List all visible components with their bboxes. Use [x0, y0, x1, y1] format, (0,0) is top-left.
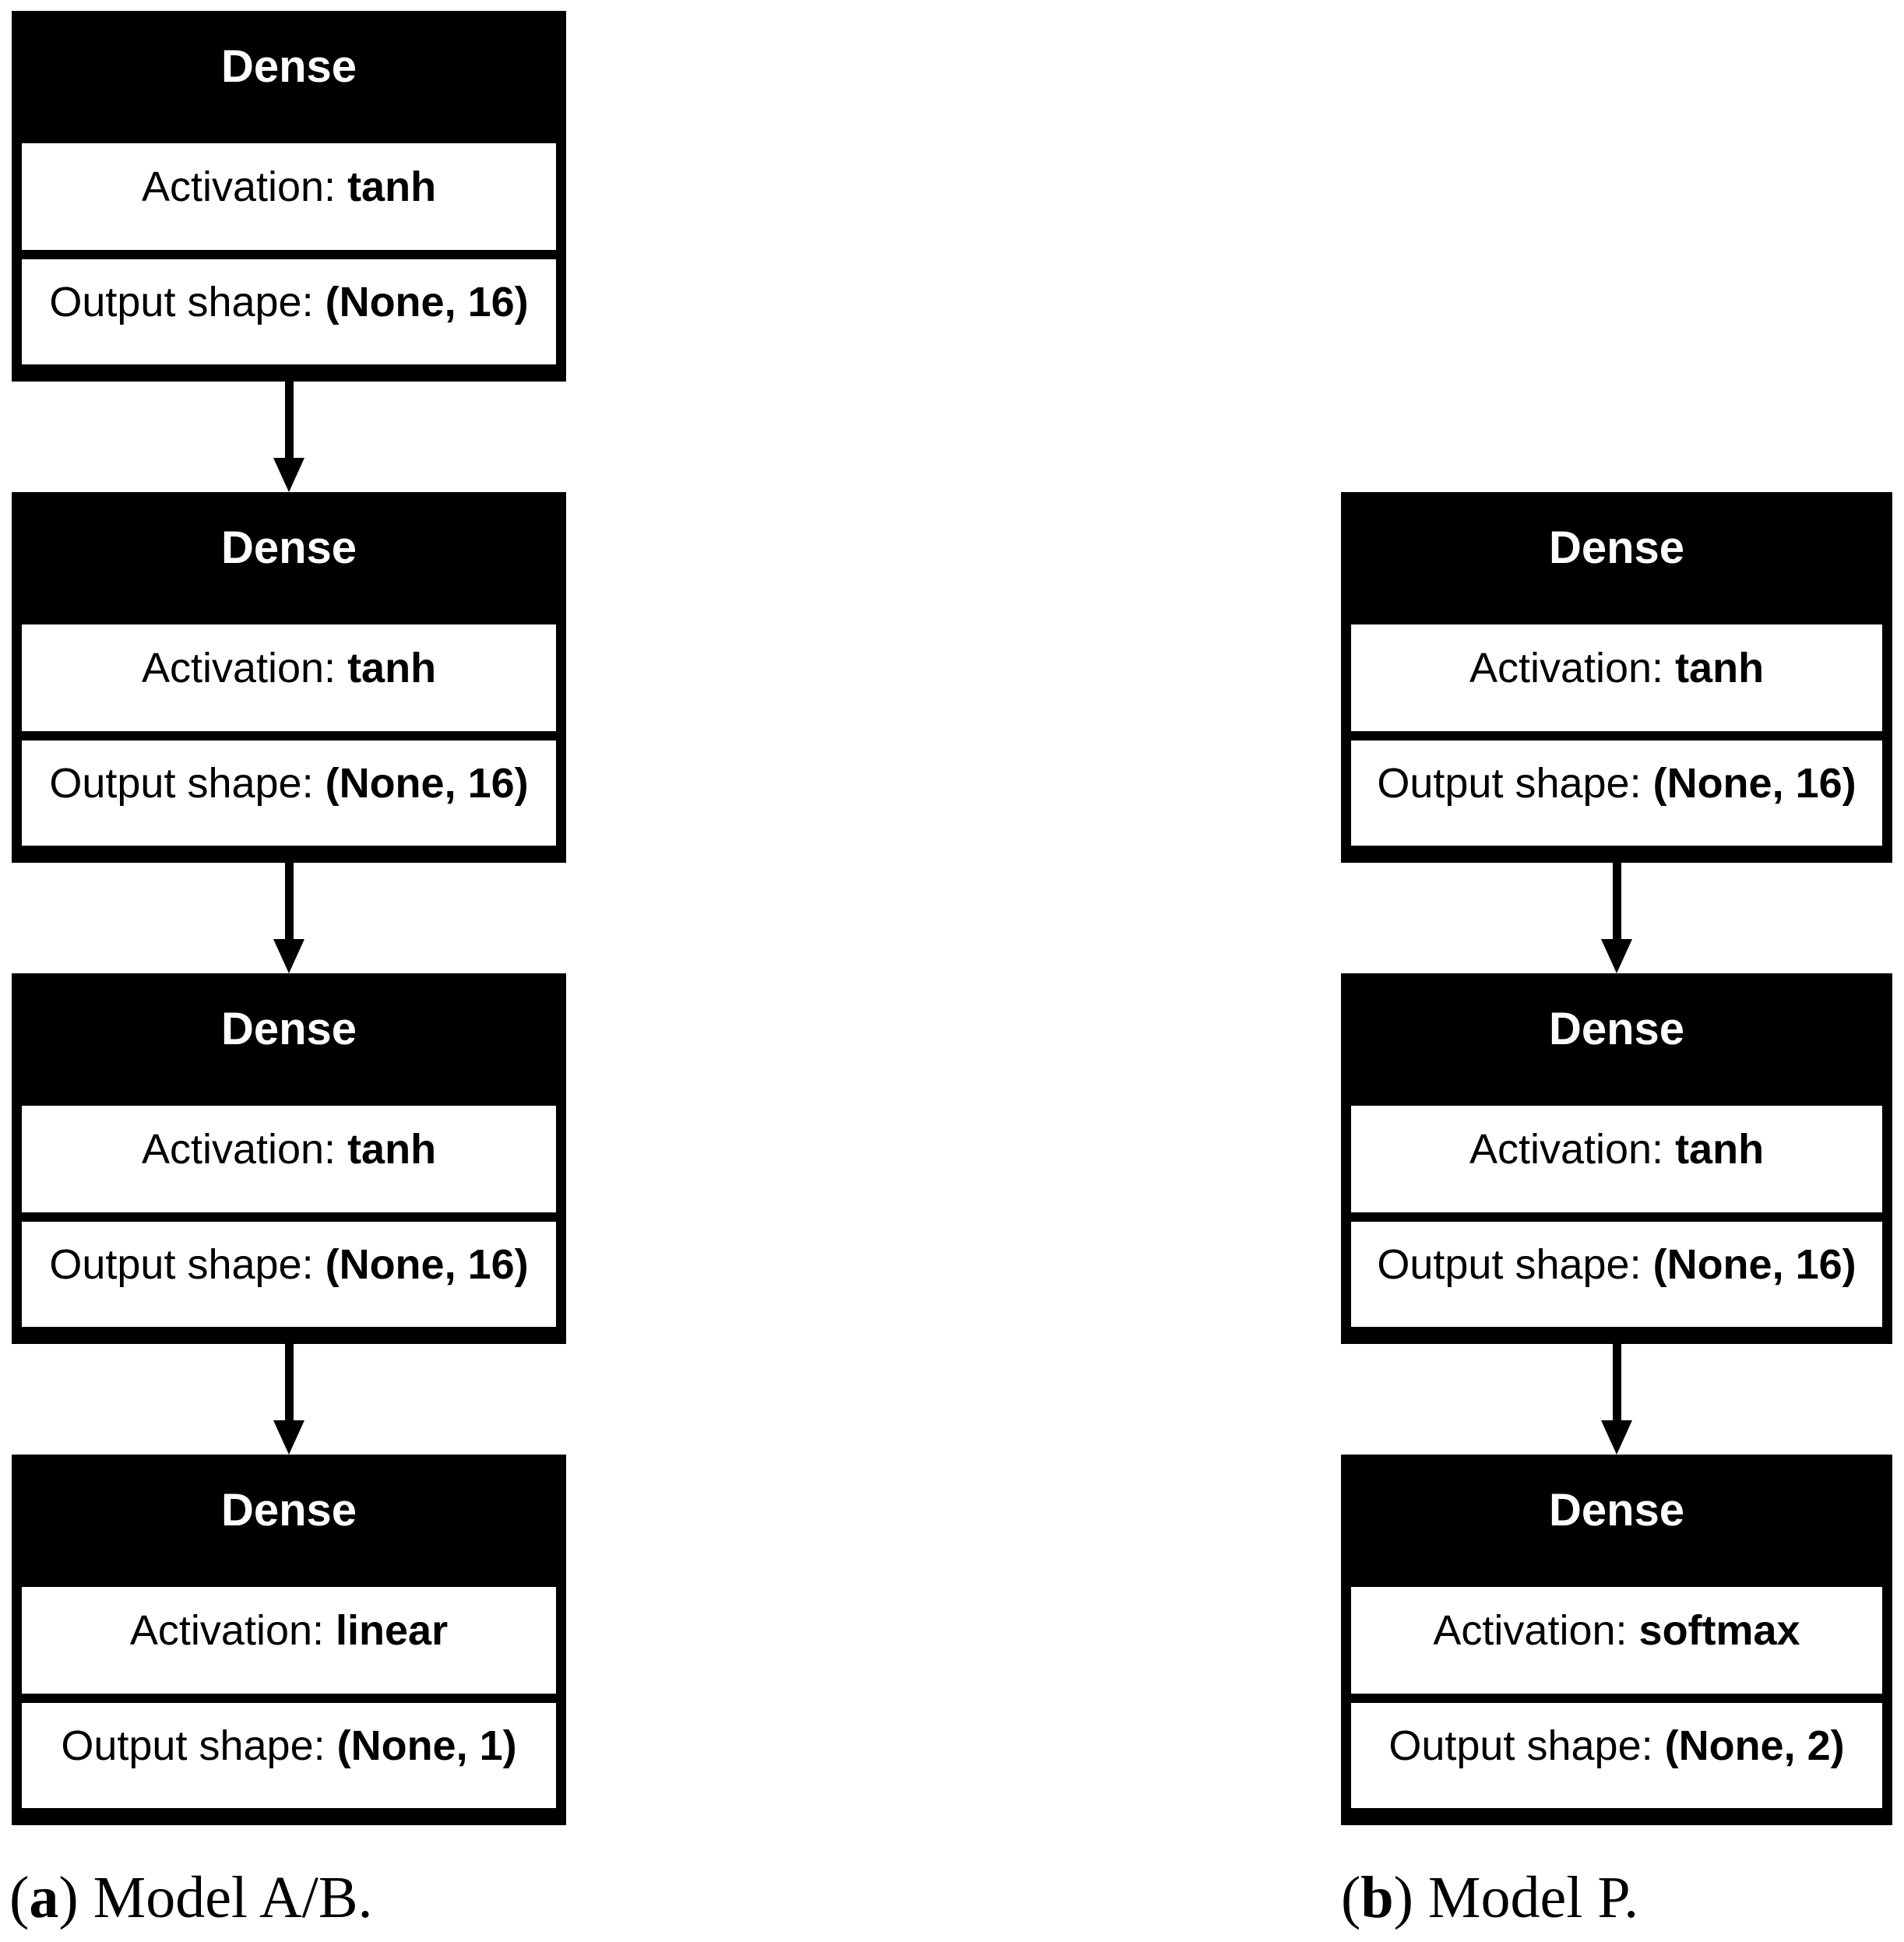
activation-label: Activation:: [141, 1125, 348, 1173]
activation-value: tanh: [347, 644, 437, 691]
output-value: (None, 1): [336, 1722, 517, 1769]
layer-activation-row: Activation: linear: [22, 1587, 556, 1694]
output-value: (None, 16): [1652, 1240, 1856, 1288]
layer-title: Dense: [1548, 1003, 1685, 1054]
model-b-arrow-1: [1601, 863, 1632, 973]
activation-value: softmax: [1638, 1606, 1800, 1654]
arrow-stem: [1612, 1344, 1621, 1420]
layer-activation-row: Activation: tanh: [22, 624, 556, 731]
arrow-stem: [1612, 863, 1621, 939]
output-label: Output shape:: [49, 278, 326, 325]
activation-value: tanh: [1675, 644, 1765, 691]
layer-output-row: Output shape: (None, 16): [22, 741, 556, 846]
model-a-layer-3-box: Dense Activation: tanh Output shape: (No…: [12, 973, 566, 1344]
activation-label: Activation:: [1433, 1606, 1639, 1654]
caption-paren-open: (: [1341, 1865, 1361, 1930]
activation-label: Activation:: [1469, 644, 1676, 691]
model-a-arrow-2: [273, 863, 304, 973]
layer-activation-row: Activation: tanh: [1351, 624, 1882, 731]
activation-value: tanh: [347, 163, 437, 210]
layer-title: Dense: [220, 522, 357, 573]
arrow-stem: [284, 1344, 294, 1420]
output-value: (None, 16): [325, 278, 529, 325]
layer-output-row: Output shape: (None, 16): [22, 1222, 556, 1327]
layer-output-row: Output shape: (None, 2): [1351, 1703, 1882, 1808]
layer-activation-row: Activation: tanh: [22, 1106, 556, 1212]
layer-title: Dense: [1548, 522, 1685, 573]
caption-text: Model P.: [1427, 1865, 1639, 1930]
caption-paren-close: ): [58, 1865, 93, 1930]
layer-activation-row: Activation: tanh: [1351, 1106, 1882, 1212]
caption-paren-open: (: [9, 1865, 30, 1930]
layer-output-row: Output shape: (None, 16): [1351, 741, 1882, 846]
model-a-layer-4-box: Dense Activation: linear Output shape: (…: [12, 1455, 566, 1825]
activation-label: Activation:: [1469, 1125, 1676, 1173]
layer-title: Dense: [220, 1003, 357, 1054]
layer-title: Dense: [1548, 1484, 1685, 1536]
caption-letter: b: [1360, 1865, 1394, 1930]
output-label: Output shape:: [49, 1240, 326, 1288]
layer-activation-row: Activation: softmax: [1351, 1587, 1882, 1694]
caption-model-b: (b) Model P.: [1341, 1864, 1638, 1932]
arrow-down-icon: [273, 458, 304, 492]
output-value: (None, 16): [325, 1240, 529, 1288]
arrow-stem: [284, 382, 294, 458]
output-value: (None, 16): [325, 759, 529, 807]
model-a-arrow-1: [273, 382, 304, 492]
model-a-layer-2-box: Dense Activation: tanh Output shape: (No…: [12, 492, 566, 863]
output-label: Output shape:: [1377, 759, 1653, 807]
model-b-layer-2-box: Dense Activation: tanh Output shape: (No…: [1341, 973, 1892, 1344]
layer-output-row: Output shape: (None, 1): [22, 1703, 556, 1808]
activation-label: Activation:: [129, 1606, 336, 1654]
arrow-stem: [284, 863, 294, 939]
output-value: (None, 16): [1652, 759, 1856, 807]
model-b-layer-3-box: Dense Activation: softmax Output shape: …: [1341, 1455, 1892, 1825]
layer-output-row: Output shape: (None, 16): [1351, 1222, 1882, 1327]
output-label: Output shape:: [1388, 1722, 1665, 1769]
activation-value: linear: [336, 1606, 449, 1654]
arrow-down-icon: [1601, 939, 1632, 973]
model-b-layer-1-box: Dense Activation: tanh Output shape: (No…: [1341, 492, 1892, 863]
layer-title: Dense: [220, 40, 357, 92]
output-label: Output shape:: [1377, 1240, 1653, 1288]
arrow-down-icon: [273, 939, 304, 973]
arrow-down-icon: [1601, 1420, 1632, 1455]
output-value: (None, 2): [1664, 1722, 1845, 1769]
model-a-arrow-3: [273, 1344, 304, 1455]
model-a-layer-1-box: Dense Activation: tanh Output shape: (No…: [12, 11, 566, 382]
caption-letter: a: [29, 1865, 59, 1930]
output-label: Output shape:: [49, 759, 326, 807]
activation-label: Activation:: [141, 163, 348, 210]
activation-value: tanh: [1675, 1125, 1765, 1173]
caption-text: Model A/B.: [93, 1865, 373, 1930]
output-label: Output shape:: [61, 1722, 337, 1769]
layer-title: Dense: [220, 1484, 357, 1536]
activation-label: Activation:: [141, 644, 348, 691]
layer-output-row: Output shape: (None, 16): [22, 259, 556, 364]
caption-model-a: (a) Model A/B.: [9, 1864, 373, 1932]
layer-activation-row: Activation: tanh: [22, 143, 556, 250]
activation-value: tanh: [347, 1125, 437, 1173]
model-b-arrow-2: [1601, 1344, 1632, 1455]
caption-paren-close: ): [1393, 1865, 1428, 1930]
arrow-down-icon: [273, 1420, 304, 1455]
